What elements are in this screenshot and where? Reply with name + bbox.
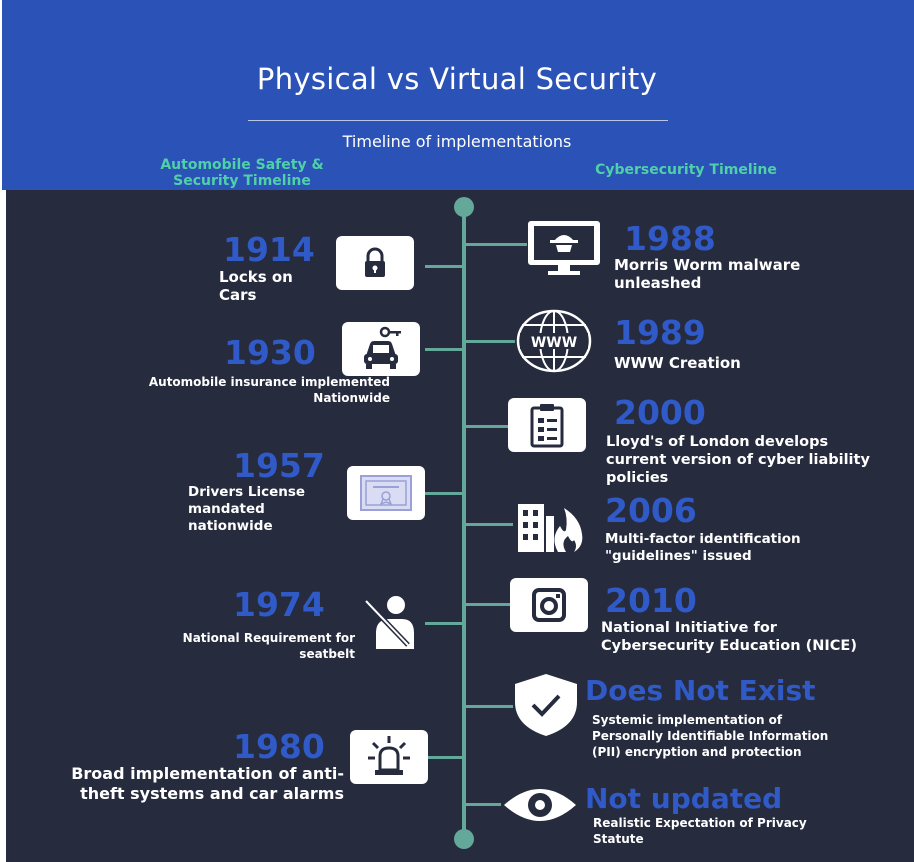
cyber-text-2010: National Initiative for Cybersecurity Ed… [601,620,857,654]
automobile-text-1974: National Requirement for seatbelt [182,631,355,661]
cyber-text-2000: Lloyd's of London develops current versi… [606,434,870,486]
eye-icon [498,782,582,828]
certificate-icon [347,466,425,520]
camera-icon [510,578,588,632]
automobile-text-1957: Drivers License mandated nationwide [188,484,306,534]
cyber-text-2006: Multi-factor identification "guidelines"… [605,531,801,564]
automobile-year-1957: 1957 [233,446,325,485]
cyber-text-1989: WWW Creation [614,354,741,372]
automobile-year-1980: 1980 [233,727,325,766]
connector-pii [465,705,513,708]
cyber-year-1988: 1988 [624,219,716,258]
connector-1974 [425,622,465,625]
automobile-text-1980: Broad implementation of anti-theft syste… [71,764,344,803]
shield-check-icon [508,672,584,738]
svg-text:WWW: WWW [531,335,577,351]
connector-1930 [425,348,465,351]
padlock-icon [336,236,414,290]
cyber-year-pii: Does Not Exist [585,674,816,707]
page-title: Physical vs Virtual Security [256,62,658,96]
automobile-year-1930: 1930 [224,333,316,372]
connector-1957 [425,492,465,495]
connector-2000 [465,425,513,428]
page-subtitle: Timeline of implementations [342,132,572,151]
www-globe-icon: WWW [512,308,596,374]
hacker-monitor-icon [522,218,606,280]
timeline-spine [462,206,466,840]
cyber-year-2000: 2000 [614,393,706,432]
connector-1980 [425,756,465,759]
building-fire-icon [512,490,596,554]
title-divider [248,120,668,121]
timeline-panel [6,190,914,862]
automobile-column-title: Automobile Safety & Security Timeline [160,157,324,189]
automobile-year-1914: 1914 [223,230,315,269]
cyber-text-1988: Morris Worm malware unleashed [614,256,801,292]
cyber-year-1989: 1989 [614,313,706,352]
connector-2010 [465,603,513,606]
connector-1989 [465,340,515,343]
alarm-siren-icon [350,730,428,784]
connector-privacy [465,803,501,806]
cyber-year-2010: 2010 [605,581,697,620]
cyber-text-privacy: Realistic Expectation of Privacy Statute [593,816,807,846]
connector-1988 [465,243,527,246]
automobile-text-1914: Locks on Cars [219,268,293,304]
clipboard-icon [508,398,586,452]
connector-1914 [425,265,465,268]
header-banner [2,0,914,190]
seatbelt-person-icon [360,592,420,652]
automobile-year-1974: 1974 [233,585,325,624]
cyber-text-pii: Systemic implementation of Personally Id… [592,713,829,759]
timeline-start-node [454,197,474,217]
cyber-year-privacy: Not updated [585,782,783,815]
timeline-end-node [454,829,474,849]
automobile-text-1930: Automobile insurance implemented Nationw… [148,375,390,405]
cybersecurity-column-title: Cybersecurity Timeline [595,162,777,178]
cyber-year-2006: 2006 [605,491,697,530]
connector-2006 [465,523,513,526]
car-key-icon [342,322,420,376]
